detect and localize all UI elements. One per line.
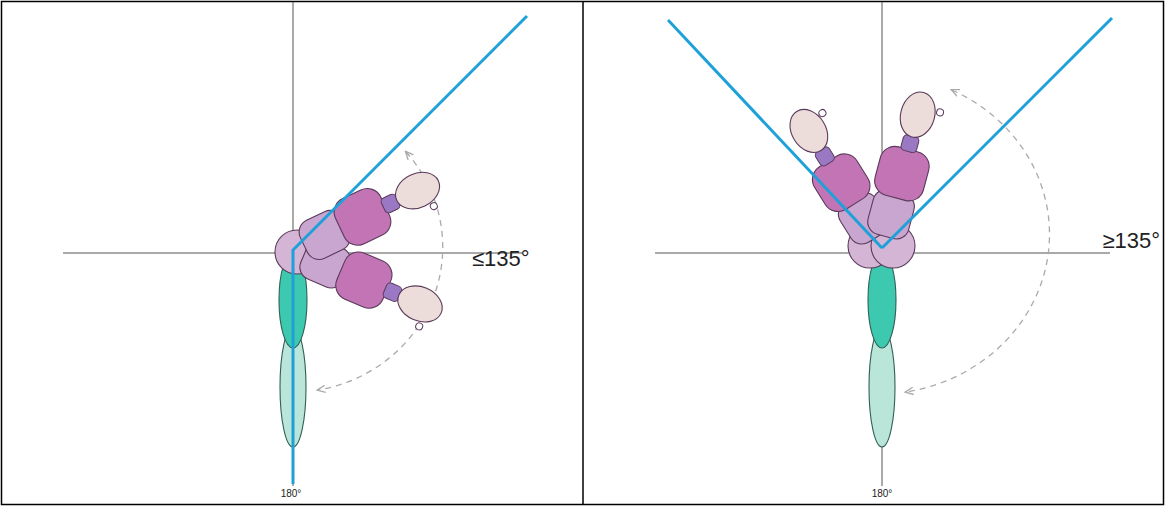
angle-label: ≥135°: [1102, 230, 1160, 252]
axis-label: 180°: [281, 489, 302, 499]
angle-label: ≤135°: [472, 248, 530, 270]
axis-label: 180°: [872, 489, 893, 499]
